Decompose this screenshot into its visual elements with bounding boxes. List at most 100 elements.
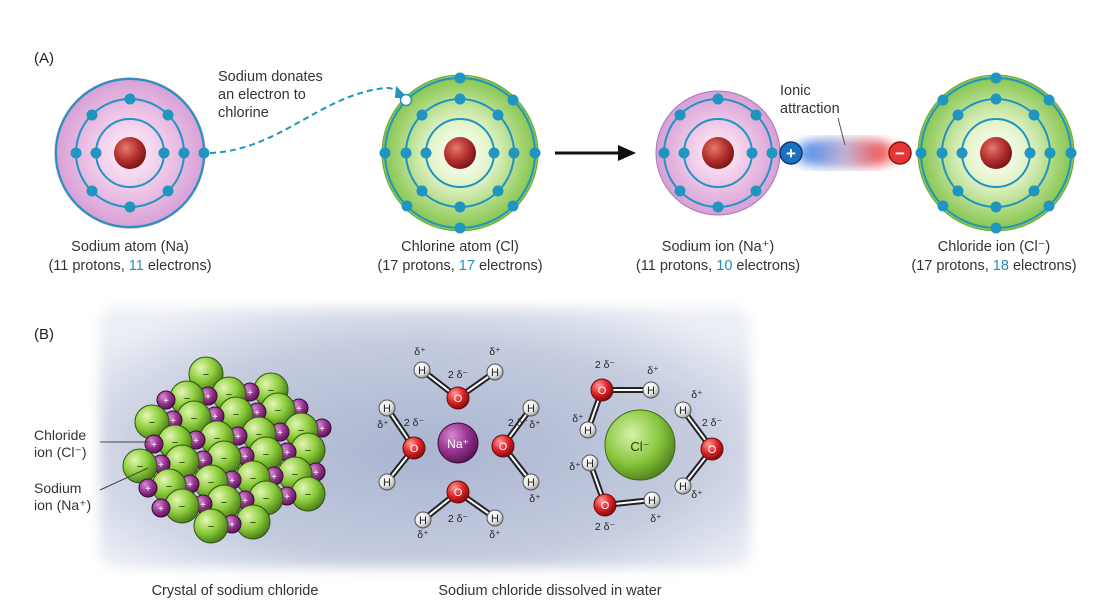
chlorine-atom [379,72,541,234]
plus-mark: + [200,500,206,511]
svg-text:δ⁺: δ⁺ [691,489,702,501]
plus-mark: + [187,480,193,491]
oxygen-atom [700,437,724,461]
hydrogen-atom [413,361,431,379]
oxygen-atom [590,378,614,402]
svg-text:H: H [584,425,592,437]
svg-text:2 δ⁻: 2 δ⁻ [508,417,528,429]
oxygen-atom [402,436,426,460]
ionic-callout-line [837,117,846,146]
svg-text:H: H [491,367,499,379]
plus-mark: + [284,492,290,503]
svg-text:Cl⁻: Cl⁻ [630,439,649,454]
svg-text:O: O [410,443,419,455]
minus-mark: − [214,433,220,445]
svg-text:H: H [419,515,427,527]
chlorine-atom-caption: Chlorine atom (Cl) (17 protons, 17 elect… [377,239,543,274]
plus-mark: + [319,424,325,435]
plus-mark: + [158,460,164,471]
plus-mark: + [212,412,218,423]
svg-text:O: O [454,393,463,405]
minus-mark: − [305,489,311,501]
minus-mark: − [203,369,209,381]
svg-text:H: H [647,385,655,397]
svg-text:H: H [383,477,391,489]
plus-mark: + [229,476,235,487]
svg-text:δ⁺: δ⁺ [650,513,661,525]
crystal-sodium-ion [144,434,164,454]
svg-text:2 δ⁻: 2 δ⁻ [595,359,615,371]
plus-mark: + [235,432,241,443]
plus-mark: + [313,468,319,479]
svg-text:H: H [586,458,594,470]
hydrogen-atom [643,491,661,509]
svg-text:O: O [454,487,463,499]
hydrogen-atom [642,381,660,399]
svg-text:2 δ⁻: 2 δ⁻ [448,369,468,381]
plus-mark: + [200,456,206,467]
plus-mark: + [170,416,176,427]
minus-mark: − [305,445,311,457]
minus-mark: − [179,501,185,513]
sodium-atom-caption: Sodium atom (Na) (11 protons, 11 electro… [48,239,212,274]
minus-charge-icon: − [888,141,912,165]
svg-text:δ⁺: δ⁺ [529,493,540,505]
hydrogen-atom [581,454,599,472]
svg-text:Na⁺: Na⁺ [447,437,469,451]
crystal-chloride-ion [193,508,229,544]
ionic-bond-diagram: + − [54,72,1077,234]
hydrogen-atom [674,477,692,495]
sodium-atom [54,77,210,229]
svg-text:δ⁺: δ⁺ [569,461,580,473]
plus-mark: + [271,472,277,483]
sodium-leader-line [99,467,149,491]
svg-text:H: H [679,405,687,417]
chloride-ion [915,72,1077,234]
sodium-ion-caption: Sodium ion (Na⁺) (11 protons, 10 electro… [635,239,801,274]
plus-mark: + [158,504,164,515]
svg-text:δ⁺: δ⁺ [529,419,540,431]
plus-mark: + [242,452,248,463]
minus-mark: − [298,425,304,437]
water-caption: Sodium chloride dissolved in water [438,583,662,599]
crystal-sodium-ion [151,498,171,518]
plus-mark: + [254,408,260,419]
svg-text:2 δ⁻: 2 δ⁻ [595,521,615,533]
minus-mark: − [137,461,143,473]
minus-mark: − [221,497,227,509]
crystal-caption: Crystal of sodium chloride [151,583,319,599]
plus-mark: + [193,436,199,447]
plus-charge-icon: + [779,141,803,165]
minus-mark: − [292,469,298,481]
minus-mark: − [250,517,256,529]
minus-mark: − [172,437,178,449]
svg-text:H: H [527,477,535,489]
minus-mark: − [166,481,172,493]
oxygen-atom [593,493,617,517]
hydrogen-atom [486,509,504,527]
nacl-crystal: −−+−+−++−+−+−+−+−+−+−+−+−+−+−+−+−+−+−+−+… [122,356,332,544]
plus-mark: + [247,388,253,399]
minus-mark: − [263,493,269,505]
hydrogen-atom [414,511,432,529]
plus-mark: + [277,428,283,439]
hydrogen-atom [378,399,396,417]
hydrogen-atom [378,473,396,491]
svg-text:δ⁺: δ⁺ [417,529,428,541]
minus-mark: − [233,409,239,421]
minus-mark: − [221,453,227,465]
svg-text:δ⁺: δ⁺ [691,389,702,401]
minus-mark: − [208,521,214,533]
svg-text:H: H [383,403,391,415]
svg-text:δ⁺: δ⁺ [377,419,388,431]
svg-text:δ⁺: δ⁺ [414,346,425,358]
minus-mark: − [268,385,274,397]
svg-text:H: H [527,403,535,415]
plus-mark: + [145,484,151,495]
minus-mark: − [256,429,262,441]
svg-text:2 δ⁻: 2 δ⁻ [448,513,468,525]
